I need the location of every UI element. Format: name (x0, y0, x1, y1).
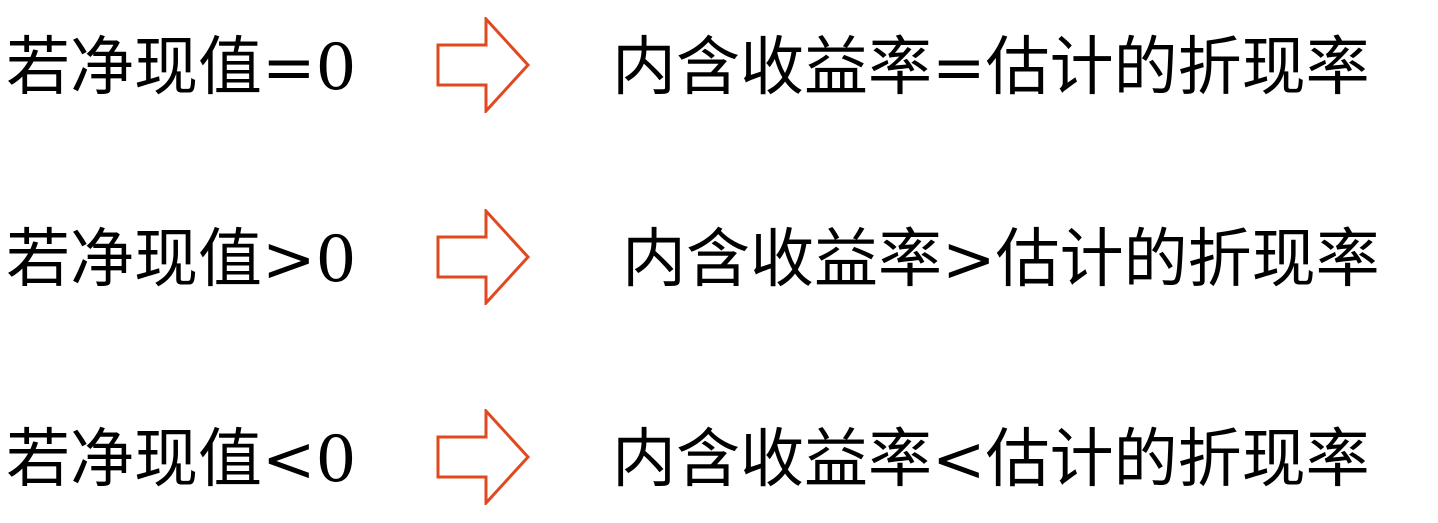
rule-row-less: 若净现值<0 内含收益率<估计的折现率 (0, 405, 1438, 515)
arrow-outline (436, 409, 531, 505)
arrow-outline (436, 17, 531, 113)
result-text: 内含收益率>估计的折现率 (622, 223, 1380, 297)
condition-text: 若净现值<0 (6, 423, 357, 497)
condition-text: 若净现值=0 (6, 31, 357, 105)
arrow-outline (436, 209, 531, 305)
right-arrow-icon (436, 209, 531, 305)
rule-row-greater: 若净现值>0 内含收益率>估计的折现率 (0, 205, 1438, 315)
result-text: 内含收益率<估计的折现率 (612, 423, 1370, 497)
condition-text: 若净现值>0 (6, 223, 357, 297)
right-arrow-icon (436, 409, 531, 505)
right-arrow-icon (436, 17, 531, 113)
rule-row-equal: 若净现值=0 内含收益率=估计的折现率 (0, 13, 1438, 123)
result-text: 内含收益率=估计的折现率 (612, 31, 1370, 105)
